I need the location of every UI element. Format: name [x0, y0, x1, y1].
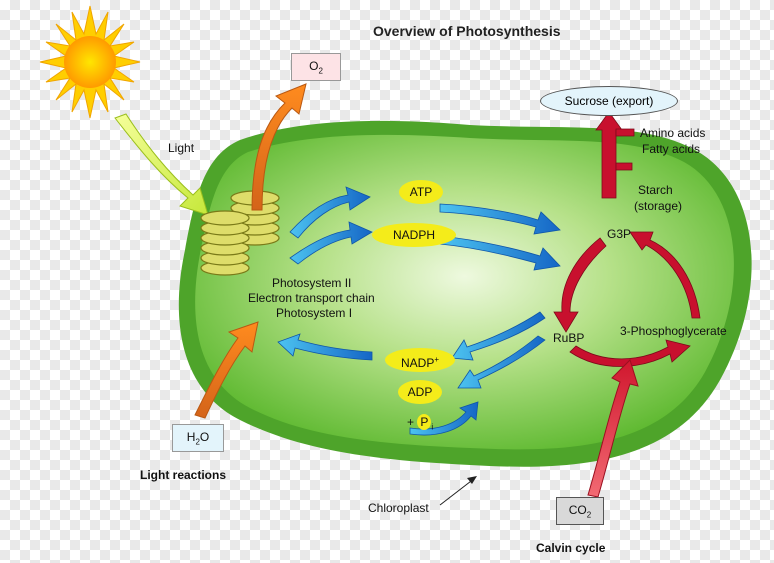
page-title: Overview of Photosynthesis [373, 23, 561, 39]
sucrose-label: Sucrose (export) [564, 94, 654, 108]
pi-label: P [420, 415, 429, 429]
h2o-text-o: O [199, 430, 210, 444]
photosystem-i-label: Photosystem I [276, 306, 353, 320]
h2o-box: H2O [172, 424, 224, 452]
amino-acids-label: Amino acids [640, 126, 706, 140]
thylakoid-stack-icon [200, 190, 280, 276]
calvin-cycle-label: Calvin cycle [536, 541, 606, 555]
pi-plus: + [407, 415, 418, 429]
h2o-arrow [194, 321, 259, 419]
sun-icon [39, 5, 141, 119]
h2o-text-h: H [186, 430, 196, 444]
sucrose-ellipse: Sucrose (export) [540, 86, 678, 116]
storage-label: (storage) [634, 199, 683, 213]
nadp-superscript: + [434, 355, 439, 364]
red-arrows [553, 111, 701, 367]
atp-label: ATP [409, 185, 433, 199]
blue-arrows [277, 186, 561, 436]
starch-label: Starch [638, 183, 673, 197]
phosphoglycerate-label: 3-Phosphoglycerate [620, 324, 727, 338]
atp-pill: ATP [399, 180, 443, 204]
co2-box: CO2 [556, 497, 604, 525]
co2-text: CO [568, 503, 587, 517]
nadp-label: NADP [400, 356, 435, 370]
g3p-label: G3P [607, 227, 632, 241]
chloroplast-label: Chloroplast [368, 501, 429, 515]
light-label: Light [168, 141, 195, 155]
co2-subscript: 2 [586, 510, 592, 520]
light-arrow [114, 113, 209, 216]
nadp-pill: NADP+ [385, 348, 455, 372]
o2-text: O [309, 59, 319, 73]
adp-pill: ADP [398, 380, 442, 404]
fatty-acids-label: Fatty acids [642, 142, 701, 156]
light-reactions-label: Light reactions [140, 468, 227, 482]
pi-subscript: i [431, 422, 434, 432]
chloroplast-stroma [195, 134, 734, 450]
co2-arrow [587, 359, 639, 498]
etc-label: Electron transport chain [248, 291, 375, 305]
chloroplast-pointer [439, 476, 477, 506]
nadph-pill: NADPH [372, 223, 456, 247]
adp-label: ADP [407, 385, 433, 399]
photosystem-ii-label: Photosystem II [272, 276, 352, 290]
nadph-label: NADPH [392, 228, 435, 242]
rubp-label: RuBP [553, 331, 585, 345]
o2-box: O2 [291, 53, 341, 81]
pi-pill: P [417, 414, 432, 430]
o2-subscript: 2 [318, 66, 323, 76]
h2o-subscript: 2 [195, 437, 200, 447]
o2-arrow [251, 83, 307, 211]
